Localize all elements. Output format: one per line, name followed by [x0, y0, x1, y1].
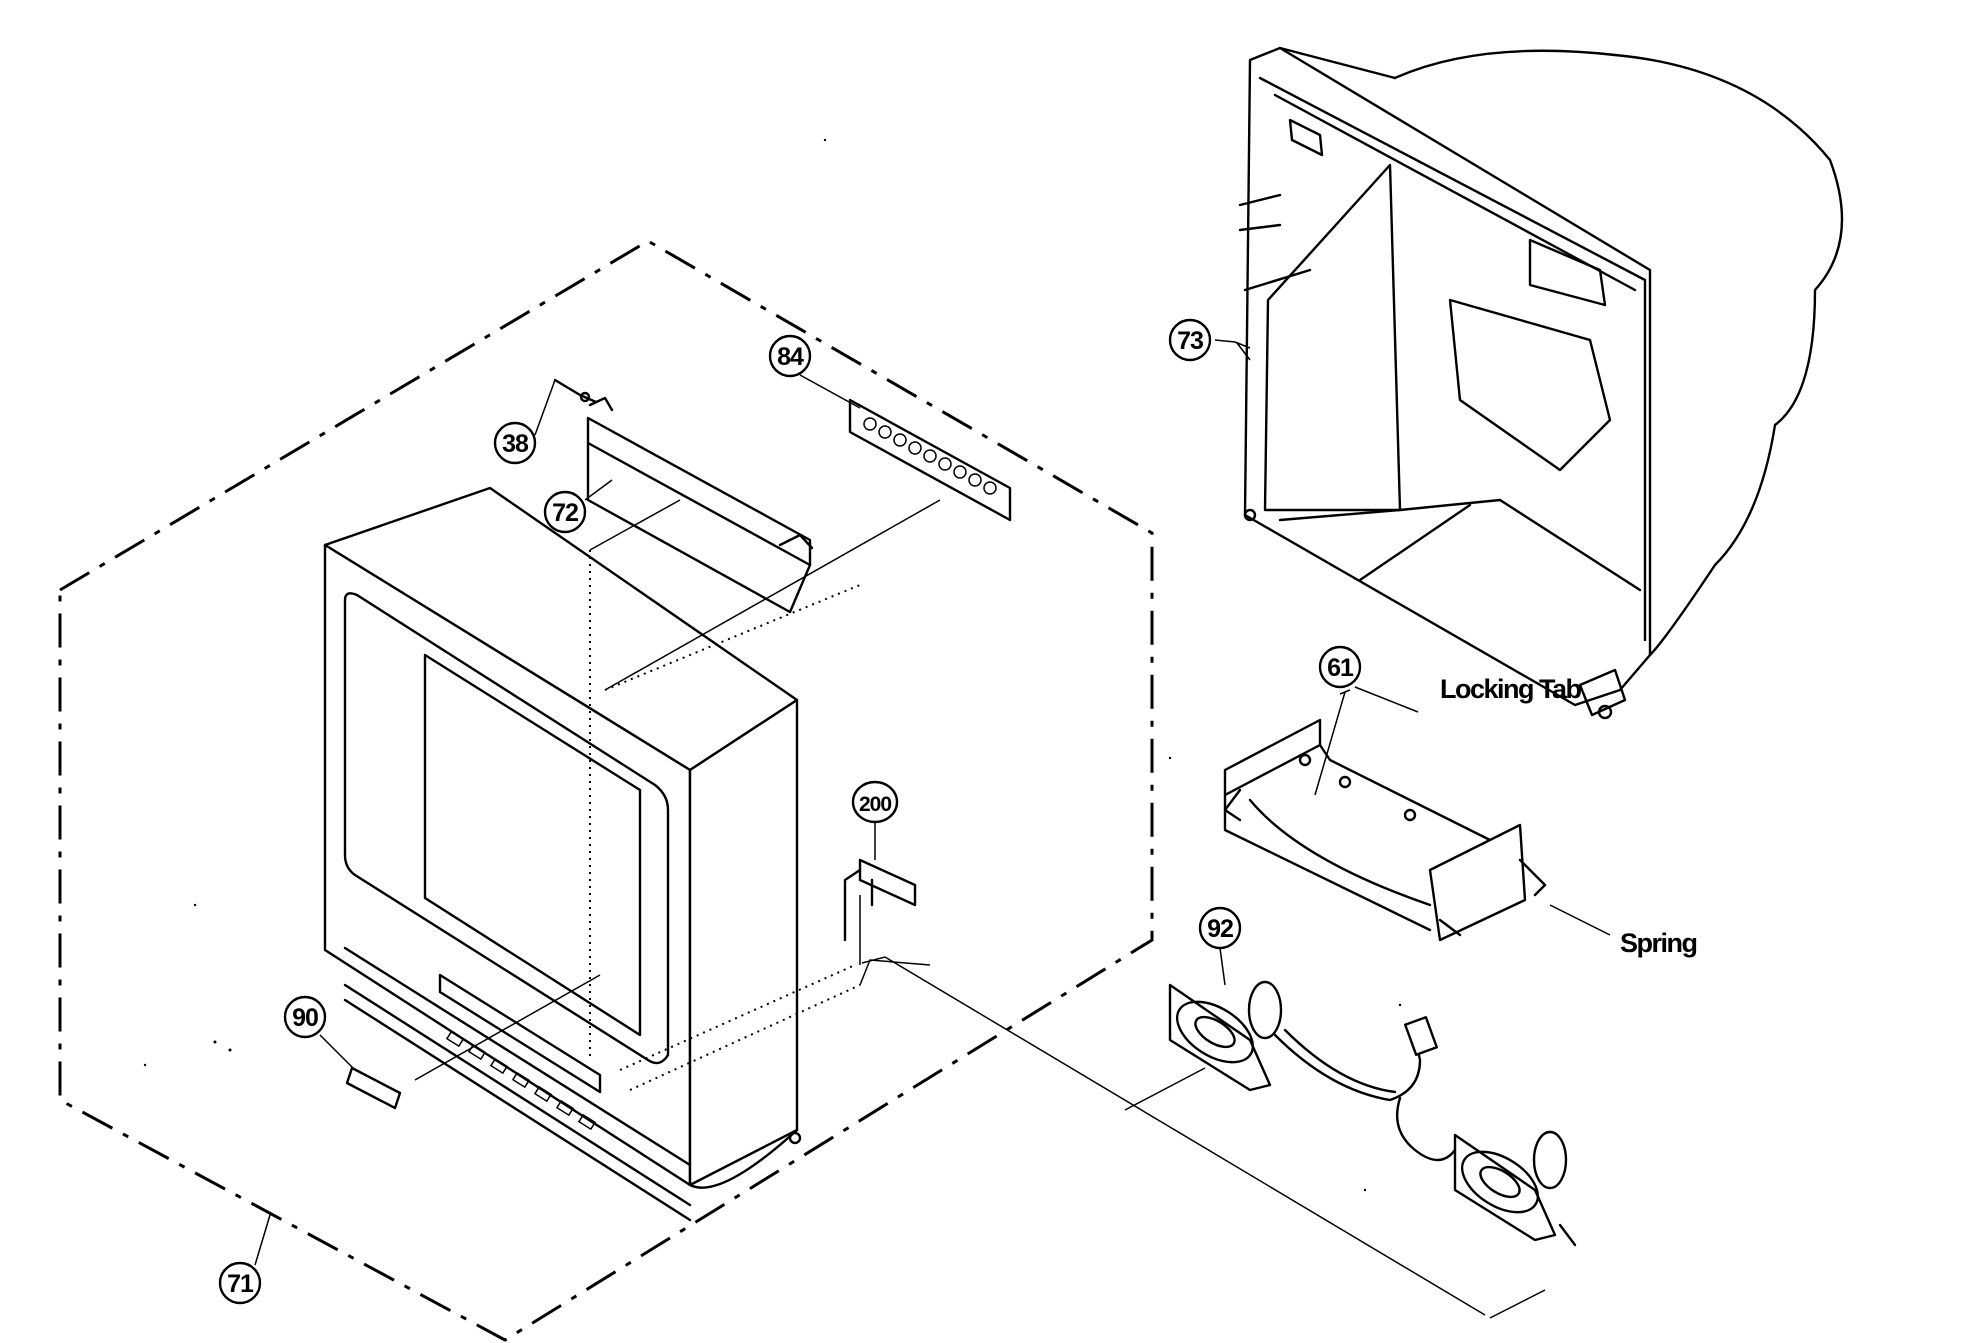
callout-92: 92	[1198, 906, 1242, 986]
callout-73: 73	[1168, 318, 1212, 362]
assembly-71-boundary	[58, 239, 1154, 1342]
callout-200-label: 200	[859, 793, 891, 816]
part-92-speakers	[1168, 980, 1577, 1247]
front-cabinet	[323, 486, 802, 1222]
callout-38: 38	[493, 379, 556, 465]
part-200-switch	[843, 858, 917, 942]
callout-71-label: 71	[227, 1270, 254, 1298]
locking-tab-label: Locking Tab	[1440, 674, 1582, 704]
note-leaders	[1214, 339, 1611, 936]
callout-61: 61	[1318, 645, 1362, 689]
leader-lines	[414, 499, 1546, 1319]
callout-72: 72	[543, 479, 613, 534]
part-61-bracket	[1223, 718, 1547, 942]
spring-label: Spring	[1620, 928, 1697, 958]
callout-92-label: 92	[1207, 915, 1233, 943]
callout-84: 84	[768, 334, 861, 409]
callout-200: 200	[851, 780, 899, 860]
callout-71: 71	[218, 1214, 271, 1305]
callout-90-label: 90	[292, 1004, 318, 1032]
callout-90: 90	[283, 995, 356, 1071]
callout-72-label: 72	[552, 499, 578, 527]
callout-38-label: 38	[502, 430, 529, 458]
part-84-button-strip	[848, 398, 1012, 522]
background-specks	[143, 138, 1402, 1192]
part-90-badge	[345, 1066, 402, 1110]
callout-61-label: 61	[1327, 654, 1354, 682]
rear-cabinet	[1238, 46, 1844, 720]
part-38-screw	[553, 378, 598, 404]
callout-84-label: 84	[777, 343, 804, 371]
callout-73-label: 73	[1177, 327, 1203, 355]
guide-lines	[589, 550, 861, 1091]
